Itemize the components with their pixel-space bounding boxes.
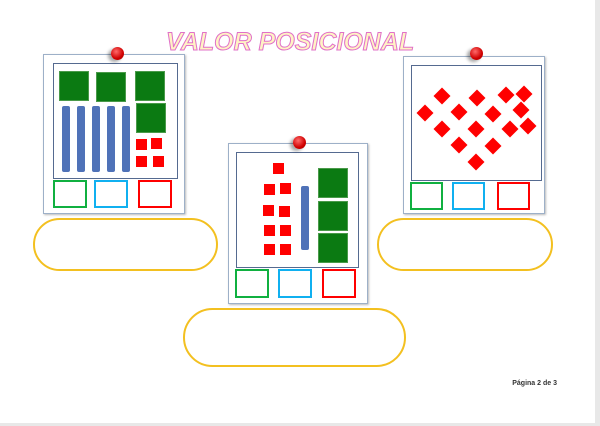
unit-cube [136,156,147,167]
pushpin-icon [111,47,124,60]
pushpin-icon [470,47,483,60]
unit-cube [416,104,434,122]
page-number: Página 2 de 3 [512,380,557,387]
unit-cube [136,139,147,150]
unit-cube [273,163,284,174]
units-answer-box[interactable] [322,269,356,298]
ten-rod [301,186,309,250]
hundred-flat [59,71,89,101]
unit-cube [515,85,533,103]
hundred-flat [318,233,348,263]
answer-oval[interactable] [377,218,553,271]
unit-cube [264,184,275,195]
hundred-flat [135,71,165,101]
ten-rod [107,106,115,172]
card-1 [43,54,185,214]
unit-cube [512,101,530,119]
unit-cube [264,225,275,236]
unit-cube [519,117,537,135]
pushpin-icon [293,136,306,149]
unit-cube [450,103,468,121]
unit-cube [264,244,275,255]
ten-rod [77,106,85,172]
units-answer-box[interactable] [497,182,530,210]
answer-oval[interactable] [33,218,218,271]
ten-rod [92,106,100,172]
card-1-blocks [53,63,178,179]
hundred-flat [136,103,166,133]
unit-cube [263,205,274,216]
ten-rod [122,106,130,172]
unit-cube [450,136,468,154]
unit-cube [484,105,502,123]
tens-answer-box[interactable] [278,269,312,298]
page-title: VALOR POSICIONAL [165,28,415,57]
units-answer-box[interactable] [138,180,172,208]
unit-cube [467,120,485,138]
unit-cube [467,153,485,171]
card-3-blocks [411,65,542,181]
unit-cube [501,120,519,138]
card-2-blocks [236,152,359,268]
unit-cube [153,156,164,167]
tens-answer-box[interactable] [94,180,128,208]
unit-cube [497,86,515,104]
hundred-flat [96,72,126,102]
unit-cube [279,206,290,217]
unit-cube [151,138,162,149]
unit-cube [433,87,451,105]
unit-cube [433,120,451,138]
answer-oval[interactable] [183,308,406,367]
tens-answer-box[interactable] [452,182,485,210]
unit-cube [280,225,291,236]
unit-cube [280,244,291,255]
ten-rod [62,106,70,172]
unit-cube [280,183,291,194]
hundreds-answer-box[interactable] [410,182,443,210]
hundreds-answer-box[interactable] [53,180,87,208]
unit-cube [468,89,486,107]
hundred-flat [318,168,348,198]
unit-cube [484,137,502,155]
hundred-flat [318,201,348,231]
hundreds-answer-box[interactable] [235,269,269,298]
